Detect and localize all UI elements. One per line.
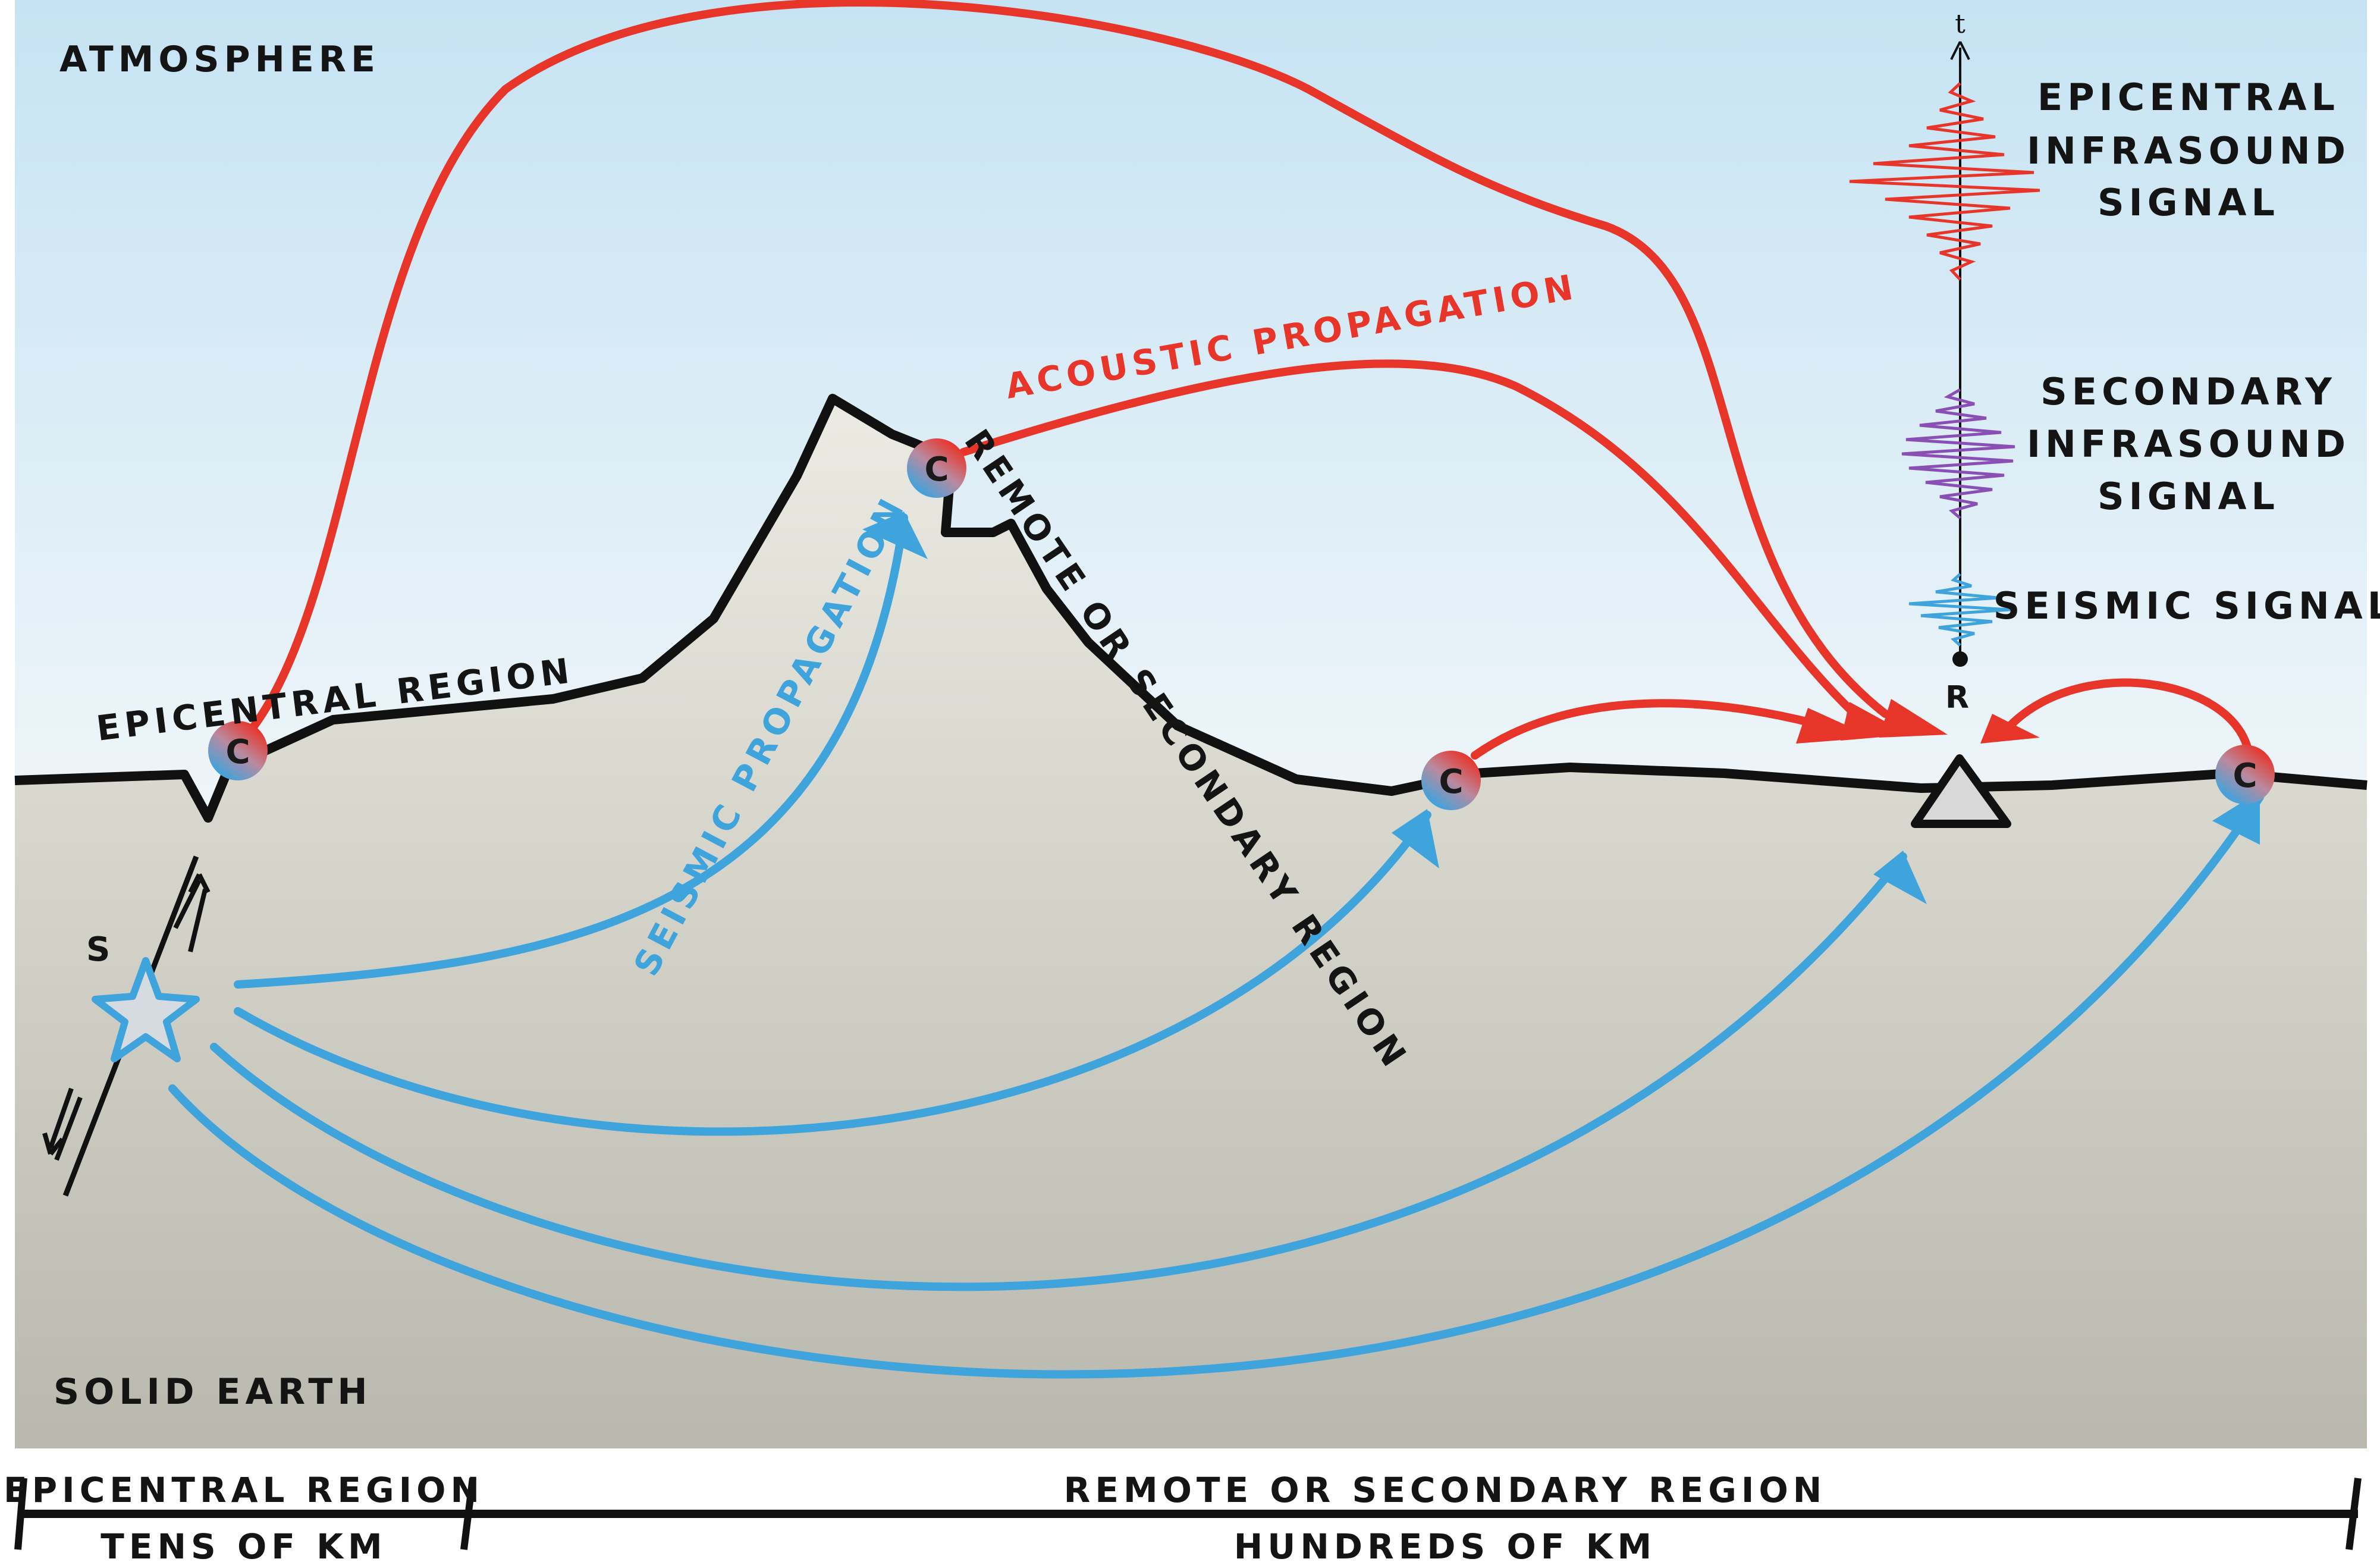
acoustic-ray-secondary <box>1471 699 1848 760</box>
coupling-node-far: C <box>2215 745 2275 804</box>
seismic-ray-to-peak <box>234 513 908 989</box>
secondary-infrasound-label-line2: INFRASOUND <box>2027 422 2350 466</box>
atmosphere-label: ATMOSPHERE <box>59 39 380 80</box>
coupling-node-letter: C <box>2233 757 2257 795</box>
time-axis-label: t <box>1955 9 1965 39</box>
scale-tick-end <box>2346 1478 2362 1550</box>
secondary-infrasound-waveform <box>1901 388 2015 519</box>
secondary-infrasound-label-line1: SECONDARY <box>2040 370 2337 413</box>
seismic-rays <box>168 513 2264 1379</box>
seismic-signal-waveform <box>1908 573 2011 647</box>
scale-epicentral-distance-label: TENS OF KM <box>101 1526 387 1565</box>
epicentral-infrasound-label-line3: SIGNAL <box>2098 181 2279 224</box>
receiver-dot <box>1952 651 1968 667</box>
secondary-infrasound-label: SECONDARY INFRASOUND SIGNAL <box>2027 370 2350 518</box>
solid-earth-background <box>15 399 2367 1448</box>
seismic-arrowheads <box>862 512 2260 904</box>
receiver-label: R <box>1945 680 1974 716</box>
ground-surface-line <box>14 394 2368 823</box>
acoustic-arrowheads <box>1796 699 2040 744</box>
seismic-ray-to-far-node <box>168 793 2264 1379</box>
seismic-signal-label: SEISMIC SIGNAL <box>1993 584 2380 628</box>
scale-tick-middle <box>460 1478 476 1550</box>
coupling-node-letter: C <box>225 733 250 771</box>
acoustic-rays <box>246 0 2252 760</box>
secondary-infrasound-label-line3: SIGNAL <box>2098 475 2279 518</box>
receiver-station-icon <box>1911 754 2011 828</box>
distance-scale-bar: EPICENTRAL REGION TENS OF KM REMOTE OR S… <box>4 1470 2362 1565</box>
coupling-node-epicentral: C <box>208 721 268 780</box>
coupling-node-letter: C <box>924 450 949 489</box>
acoustic-ray-far-node <box>2006 678 2252 754</box>
epicentral-infrasound-label-line1: EPICENTRAL <box>2037 76 2340 119</box>
scale-tick-start <box>14 1478 27 1550</box>
epicentral-infrasound-waveform <box>1849 82 2040 281</box>
epicentral-infrasound-label-line2: INFRASOUND <box>2027 129 2350 173</box>
source-star-icon <box>92 957 200 1062</box>
source-label: S <box>86 930 115 969</box>
coupling-node-letter: C <box>1439 763 1463 801</box>
acoustic-ray-epicentral <box>246 0 1889 736</box>
seismic-ray-to-receiver <box>210 852 1907 1291</box>
seismic-ray-to-secondary <box>234 811 1431 1136</box>
solid-earth-label: SOLID EARTH <box>54 1371 372 1413</box>
scale-remote-distance-label: HUNDREDS OF KM <box>1234 1526 1657 1565</box>
scale-remote-region-label: REMOTE OR SECONDARY REGION <box>1064 1470 1827 1510</box>
epicentral-infrasound-label: EPICENTRAL INFRASOUND SIGNAL <box>2027 76 2350 224</box>
coupling-node-peak: C <box>907 438 966 498</box>
acoustic-ray-peak <box>959 359 1872 730</box>
coupling-node-secondary: C <box>1421 751 1481 810</box>
scale-epicentral-region-label: EPICENTRAL REGION <box>4 1470 484 1510</box>
